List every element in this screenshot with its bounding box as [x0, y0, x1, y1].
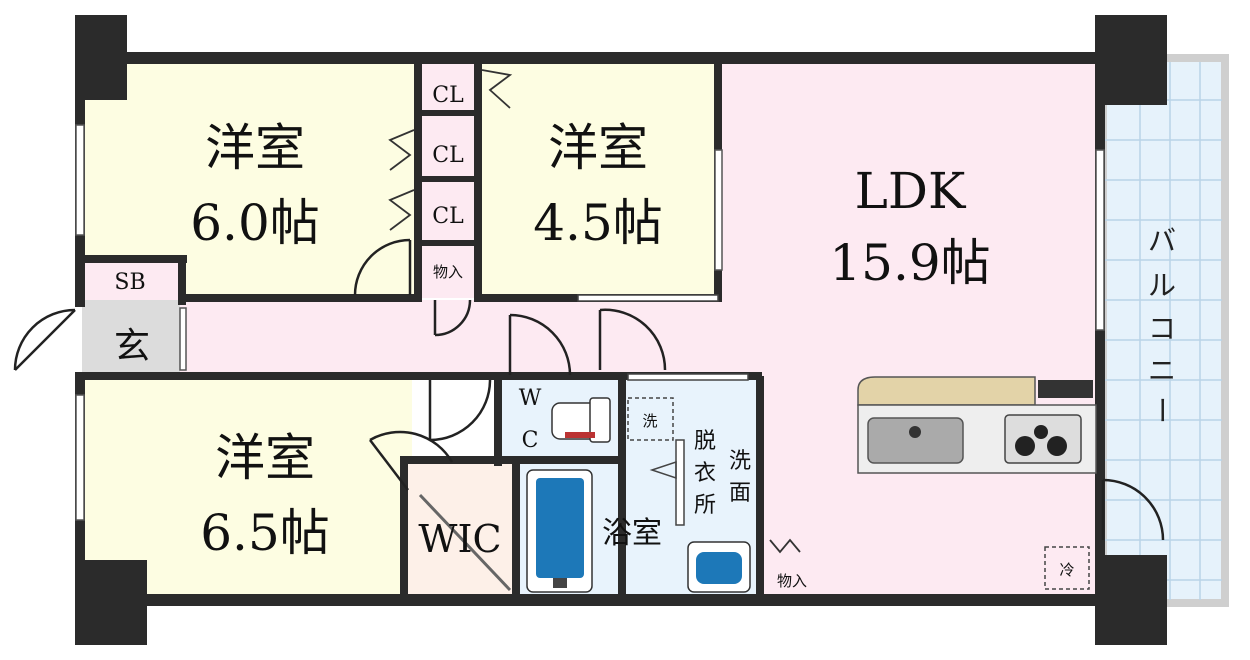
dressing-label-2: 衣: [694, 461, 716, 486]
sb-label: SB: [114, 270, 145, 295]
washbasin-icon: [687, 541, 751, 593]
entrance-label: 玄: [114, 326, 150, 367]
western-room-3-size: 6.5帖: [200, 504, 330, 562]
ldk-name: LDK: [855, 162, 967, 220]
sliding-door: [577, 294, 749, 381]
dressing-label-3: 所: [694, 493, 716, 518]
mirror-icon: [649, 460, 677, 480]
balcony-label-2: ル: [1148, 269, 1176, 302]
dressing-door: [675, 439, 685, 526]
storage-label-1: 物入: [433, 263, 463, 281]
ldk-size: 15.9帖: [829, 234, 990, 292]
wc-label-w: W: [519, 386, 542, 411]
storage-label-2: 物入: [777, 572, 807, 590]
washbasin-label-2: 面: [729, 481, 751, 506]
western-room-1-size: 6.0帖: [190, 194, 320, 252]
wc-label-c: C: [522, 428, 539, 453]
washer-space: [627, 397, 674, 441]
western-room-1-name: 洋室: [205, 119, 305, 177]
fridge-space: [1044, 546, 1090, 590]
balcony-label-1: バ: [1148, 224, 1176, 257]
washbasin-label-1: 洗: [729, 449, 751, 474]
doors: [13, 238, 1165, 541]
closet-label-3: CL: [432, 204, 464, 229]
fridge-label: 冷: [1059, 561, 1074, 579]
entrance-floor: [82, 300, 180, 375]
wic-label: WIC: [418, 517, 501, 561]
hallway-floor: [180, 300, 725, 378]
balcony-label-5: ー: [1145, 396, 1178, 424]
ldk-floor: [720, 62, 1102, 596]
bath-label: 浴室: [602, 516, 662, 551]
closet-doors: [388, 69, 801, 554]
stove-icon: [1004, 414, 1082, 464]
closet-label-2: CL: [432, 143, 464, 168]
western-room-2-name: 洋室: [548, 119, 648, 177]
balcony-label-4: ニ: [1148, 354, 1176, 387]
washer-label: 洗: [642, 412, 657, 430]
toilet-icon: [551, 397, 611, 443]
closet-label-1: CL: [432, 83, 464, 108]
dressing-label-1: 脱: [694, 429, 716, 454]
wic-floor: [405, 460, 515, 596]
sb-floor: [82, 262, 180, 300]
western-room-3-name: 洋室: [215, 429, 315, 487]
balcony-label-3: コ: [1148, 312, 1176, 345]
balcony: [1099, 54, 1229, 607]
wic-hanger-pole: [418, 493, 512, 592]
western-room-2-size: 4.5帖: [533, 194, 663, 252]
kitchen-storage-floor: [762, 556, 822, 596]
windows: [75, 124, 1105, 521]
bathtub-icon: [526, 469, 593, 593]
sink-icon: [867, 417, 964, 464]
range-hood-icon: [1038, 380, 1093, 398]
kitchen-counter: [857, 376, 1097, 474]
western-room-2-floor: [480, 62, 720, 298]
